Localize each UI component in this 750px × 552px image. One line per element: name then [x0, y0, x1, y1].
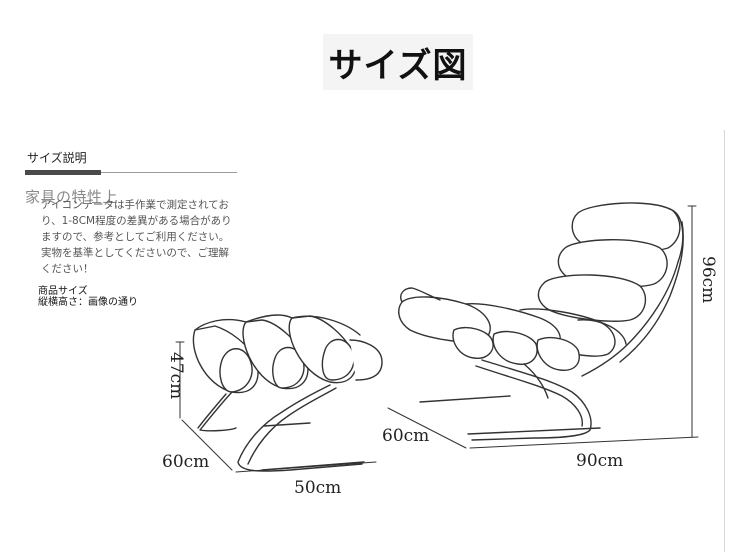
section-body: アイコンデータは手作業で測定されており、1-8CM程度の差異がある場合があります… — [41, 199, 232, 275]
chair-back-cushions — [537, 202, 681, 322]
chair-height-label: 96cm — [698, 256, 718, 304]
ottoman-frame — [197, 384, 365, 472]
section-rule — [101, 172, 237, 173]
title-background — [323, 34, 473, 90]
chair-depth-label: 60cm — [382, 426, 430, 446]
section-heading: 家具の特性上 — [25, 188, 119, 206]
page-title: サイズ図 — [328, 46, 468, 86]
section-label: サイズ説明 — [27, 151, 87, 165]
ottoman-cushions — [192, 314, 383, 394]
chair-frame — [419, 209, 684, 441]
ottoman-depth-label: 60cm — [162, 452, 210, 472]
spec-value: 縦横高さ：画像の通り — [38, 297, 138, 308]
section-accent-bar — [25, 170, 101, 175]
vertical-divider — [724, 130, 725, 552]
ottoman-width-label: 50cm — [294, 478, 342, 498]
chair-dimension-lines — [387, 205, 699, 449]
spec-label: 商品サイズ — [38, 286, 88, 297]
chair-seat-cushions — [398, 287, 627, 371]
ottoman-height-label: 47cm — [166, 352, 186, 400]
chair-length-label: 90cm — [576, 451, 624, 471]
